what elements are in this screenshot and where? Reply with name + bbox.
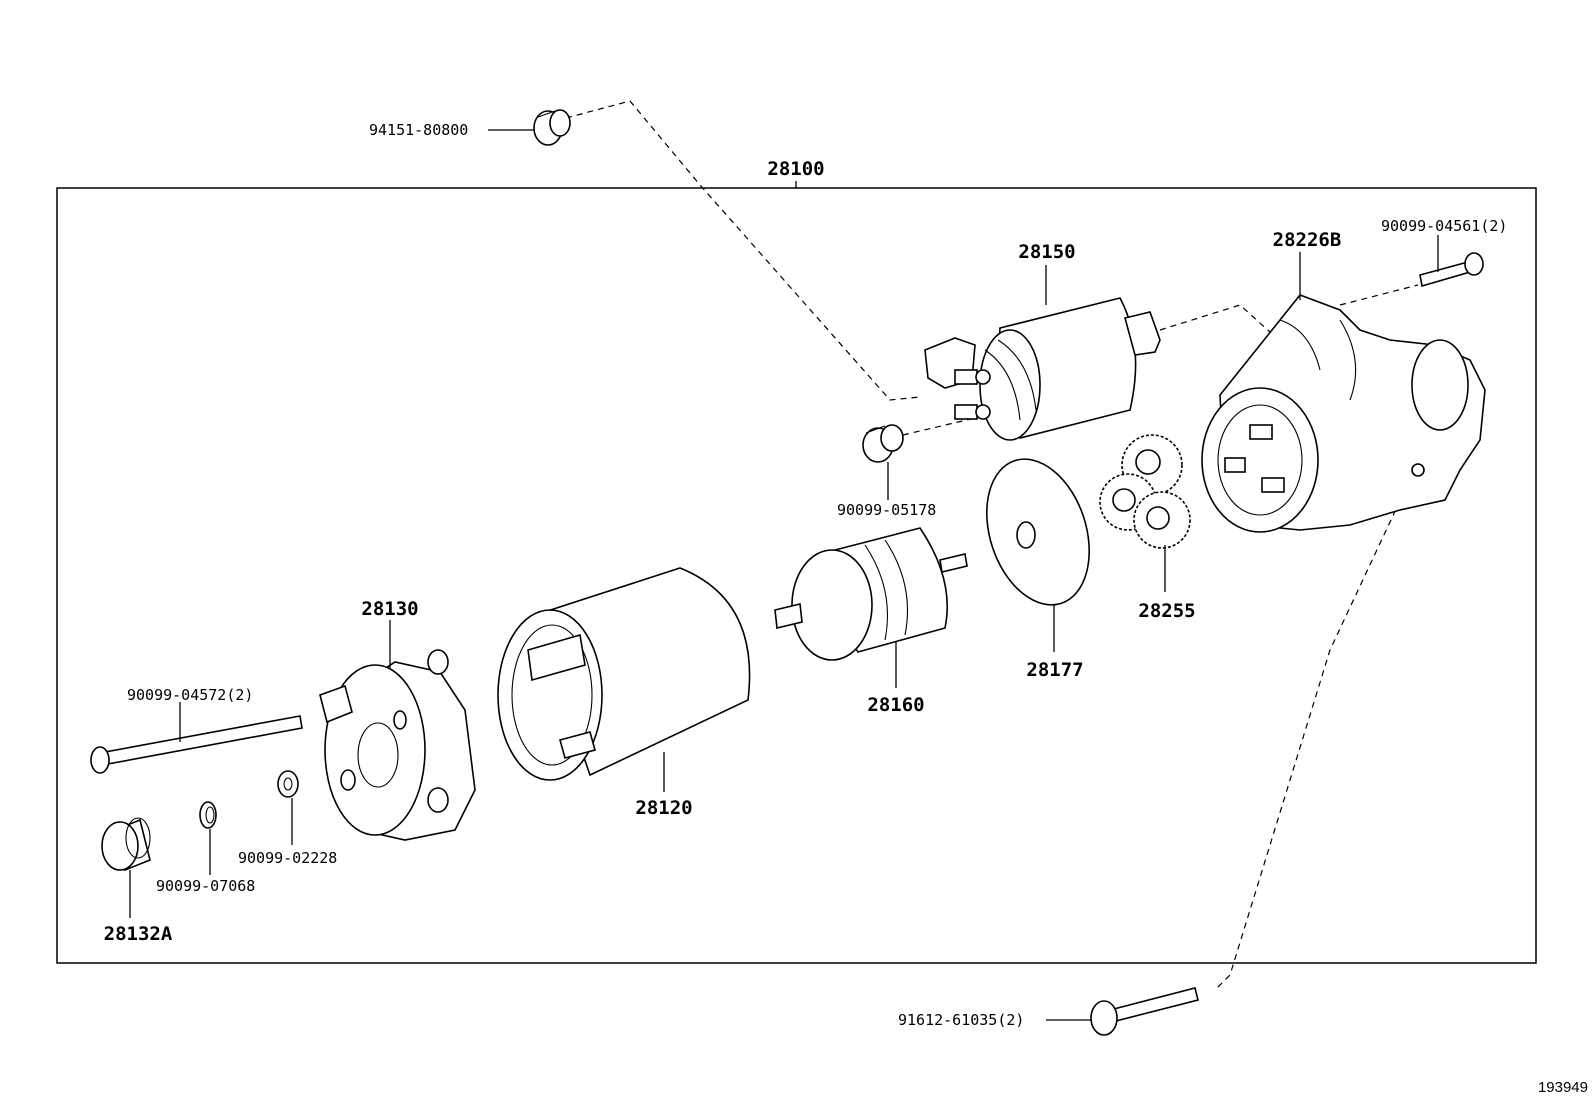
washer-90099-02228-icon xyxy=(277,770,299,798)
label-28120: 28120 xyxy=(635,797,692,819)
label-90099-02228: 90099-02228 xyxy=(238,849,337,867)
label-28150: 28150 xyxy=(1018,241,1075,263)
label-28177: 28177 xyxy=(1026,659,1083,681)
label-91612-61035: 91612-61035(2) xyxy=(898,1011,1024,1029)
housing-28226b-icon xyxy=(1201,294,1486,533)
assembly-label: 28100 xyxy=(767,158,824,180)
nut-90099-05178-icon xyxy=(862,424,904,463)
label-90099-07068: 90099-07068 xyxy=(156,877,255,895)
armature-28160-icon xyxy=(774,527,968,661)
label-28255: 28255 xyxy=(1138,600,1195,622)
solenoid-28150-icon xyxy=(924,297,1161,441)
end-frame-28130-icon xyxy=(319,649,476,841)
label-28130: 28130 xyxy=(361,598,418,620)
yoke-28120-icon xyxy=(497,567,751,781)
clip-90099-07068-icon xyxy=(199,801,217,829)
label-28226b: 28226B xyxy=(1273,229,1342,251)
bolt-91612-61035-icon xyxy=(1090,987,1199,1036)
cap-28132a-icon xyxy=(101,817,151,872)
gears-28255-icon xyxy=(1099,434,1191,549)
label-28132a: 28132A xyxy=(104,923,173,945)
bolt-90099-04561-icon xyxy=(1419,252,1484,288)
label-90099-04561: 90099-04561(2) xyxy=(1381,217,1507,235)
plate-28177-icon xyxy=(986,458,1090,606)
bolt-90099-04572-icon xyxy=(90,715,303,774)
label-28160: 28160 xyxy=(867,694,924,716)
label-90099-04572: 90099-04572(2) xyxy=(127,686,253,704)
nut-94151-icon xyxy=(533,109,571,146)
label-94151-80800: 94151-80800 xyxy=(369,121,468,139)
label-90099-05178: 90099-05178 xyxy=(837,501,936,519)
diagram-id: 193949 xyxy=(1538,1079,1588,1096)
